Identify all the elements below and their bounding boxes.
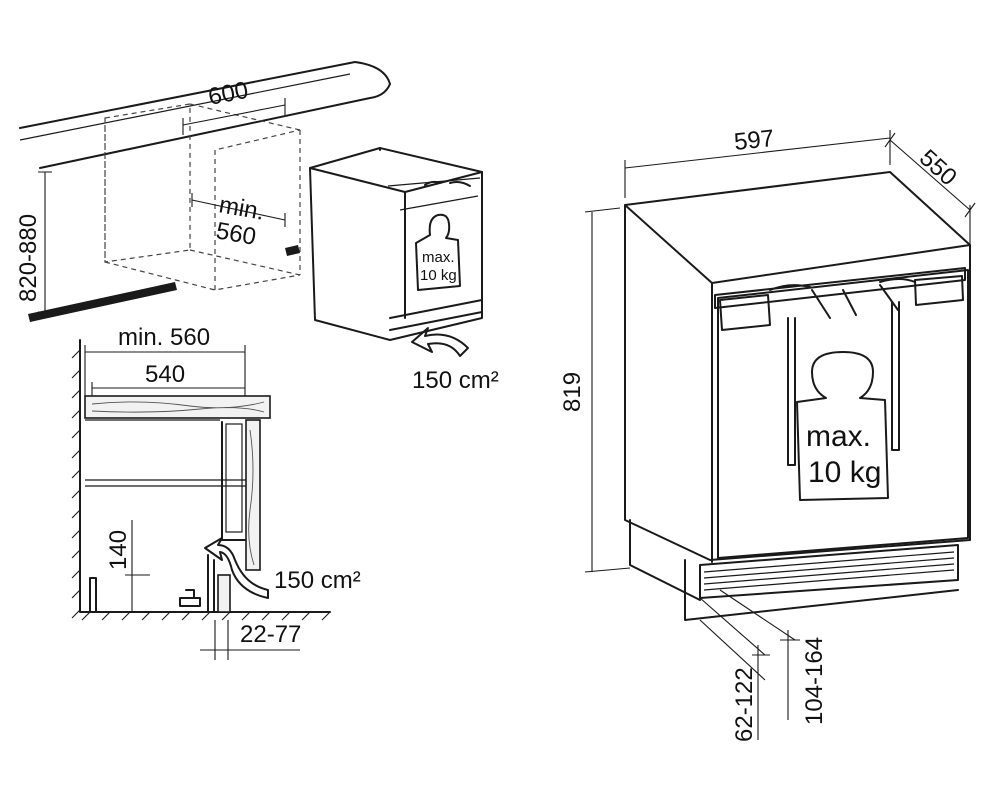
furniture-door-grain	[248, 429, 255, 566]
appliance-plinth	[699, 544, 959, 599]
airflow-arrow-side	[204, 537, 269, 599]
small-appliance-plinth	[389, 299, 483, 331]
label-side-min-depth: min. 560	[118, 324, 210, 351]
dim-line-104-164	[719, 589, 800, 720]
large-appliance: max. 10 kg 597 550 819 62-122 104-164	[559, 125, 976, 742]
small-appliance-hinge	[424, 180, 471, 187]
dim-line-side-140	[125, 520, 150, 612]
dim-line-62-122	[699, 597, 770, 740]
wall-hatching	[71, 349, 81, 619]
hinge-arms	[769, 278, 916, 291]
countertop-outline	[19, 61, 391, 169]
floor-mark-right	[285, 245, 300, 256]
niche-dashed-back	[214, 129, 301, 290]
dim-line-600	[182, 104, 286, 126]
label-appliance-depth: 550	[914, 144, 962, 191]
floor-hatching	[81, 611, 331, 621]
dim-line-side-540	[91, 382, 245, 396]
label-niche-height: 820-880	[15, 214, 42, 302]
label-side-depth: 540	[145, 361, 185, 388]
rear-foot	[89, 577, 97, 613]
small-weight-icon	[415, 213, 461, 291]
worktop-section	[84, 395, 271, 419]
label-niche-width: 600	[206, 77, 250, 111]
label-plinth-height-b: 104-164	[801, 637, 828, 725]
label-appliance-height: 819	[559, 372, 586, 412]
label-vent-area-side: 150 cm²	[274, 567, 361, 594]
plinth-board	[217, 574, 231, 613]
floor-mark-left	[28, 282, 177, 322]
label-side-height: 140	[105, 530, 132, 570]
small-appliance: max. 10 kg	[309, 147, 483, 341]
large-weight-icon	[796, 351, 889, 501]
dim-ticks-600	[182, 98, 286, 135]
hinge-plate-right	[914, 275, 964, 306]
hinge-slots	[811, 284, 899, 319]
dim-line-597	[624, 130, 891, 198]
dim-line-550	[884, 132, 976, 245]
hinge-rail	[714, 267, 966, 309]
appliance-top-edges	[624, 204, 971, 284]
countertop-front-edge	[39, 97, 371, 169]
worktop-grain	[91, 401, 265, 413]
vent-grill-lines	[703, 551, 955, 591]
label-plinth-height-a: 62-122	[731, 667, 758, 742]
appliance-outline	[624, 171, 971, 561]
dim-ticks-820-880	[38, 171, 52, 313]
appliance-door	[717, 269, 969, 559]
appliance-side-lines	[85, 419, 250, 487]
niche-dashed-box	[104, 103, 301, 291]
dim-line-560	[191, 199, 286, 221]
small-weight-line1: max.	[422, 249, 455, 266]
furniture-door-section	[245, 419, 261, 571]
large-weight-line2: 10 kg	[808, 456, 881, 489]
countertop-inner-edge	[19, 73, 351, 141]
appliance-door-panel	[225, 423, 243, 533]
dim-ticks-560	[191, 193, 286, 227]
dim-line-plinth-gap	[200, 620, 300, 660]
label-appliance-width: 597	[733, 125, 776, 156]
dim-line-819	[584, 207, 631, 573]
plinth-vent-channel	[207, 554, 215, 613]
small-appliance-outline	[309, 147, 483, 341]
label-plinth-gap: 22-77	[240, 621, 301, 648]
large-weight-line1: max.	[806, 420, 871, 453]
label-vent-area-top: 150 cm²	[412, 367, 499, 394]
small-weight-line2: 10 kg	[420, 267, 457, 284]
plinth-base-outline	[629, 519, 959, 621]
niche-perspective: 600 min. 560 820-880 max. 10 kg 150 cm²	[15, 61, 499, 394]
hinge-rods	[787, 301, 900, 466]
hinge-plate-left	[719, 294, 771, 331]
label-niche-depth-value: 560	[214, 217, 258, 251]
side-section: 150 cm² min. 560 540 140 22-77	[71, 324, 361, 660]
airflow-arrow-top	[411, 327, 469, 357]
adjustable-foot	[179, 589, 201, 607]
